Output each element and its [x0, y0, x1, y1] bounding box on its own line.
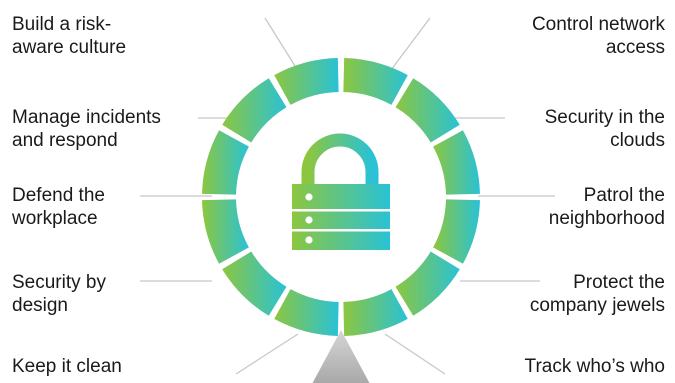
label-line: Defend the — [12, 185, 105, 206]
label-defend-workplace: Defend the workplace — [12, 184, 105, 230]
label-security-by-design: Security by design — [12, 271, 106, 317]
label-line: Control network — [531, 14, 665, 35]
ring-segment — [202, 199, 249, 264]
ring-segment — [274, 289, 339, 336]
label-line: workplace — [12, 208, 98, 229]
label-protect-company-jewels: Protect the company jewels — [530, 271, 665, 317]
ring-segment — [433, 130, 480, 195]
label-track-whos-who: Track who’s who — [525, 355, 665, 378]
connector-line — [384, 333, 446, 375]
label-line: Track who’s who — [524, 356, 665, 377]
label-line: Manage incidents — [12, 107, 161, 128]
label-keep-it-clean: Keep it clean — [12, 355, 122, 378]
label-manage-incidents: Manage incidents and respond — [12, 106, 161, 152]
segmented-ring — [202, 58, 480, 336]
ring-segment — [222, 251, 287, 316]
connector-line — [235, 333, 299, 375]
ring-segment — [343, 58, 408, 105]
connector-line — [264, 17, 301, 75]
label-line: clouds — [610, 130, 665, 151]
label-line: neighborhood — [548, 208, 665, 229]
label-line: Security in the — [544, 107, 665, 128]
label-build-risk-aware-culture: Build a risk- aware culture — [12, 13, 126, 59]
ring-segment — [222, 78, 287, 143]
ring-segment — [395, 251, 460, 316]
ring-segment — [395, 78, 460, 143]
triangle-pointer-icon — [312, 330, 370, 383]
label-line: company jewels — [529, 295, 665, 316]
connector-line — [387, 17, 431, 75]
label-control-network-access: Control network access — [532, 13, 665, 59]
padlock-icon — [292, 133, 390, 250]
ring-segment — [274, 58, 339, 105]
label-line: access — [605, 37, 665, 58]
label-security-in-clouds: Security in the clouds — [545, 106, 665, 152]
label-patrol-neighborhood: Patrol the neighborhood — [549, 184, 665, 230]
label-line: Keep it clean — [12, 356, 122, 377]
ring-segment — [433, 199, 480, 264]
label-line: Security by — [12, 272, 106, 293]
label-line: Protect the — [573, 272, 665, 293]
ring-segment — [202, 130, 249, 195]
label-line: aware culture — [12, 37, 127, 58]
label-line: and respond — [12, 130, 118, 151]
label-line: Patrol the — [583, 185, 665, 206]
ring-segment — [343, 289, 408, 336]
label-line: Build a risk- — [12, 14, 112, 35]
label-line: design — [12, 295, 68, 316]
